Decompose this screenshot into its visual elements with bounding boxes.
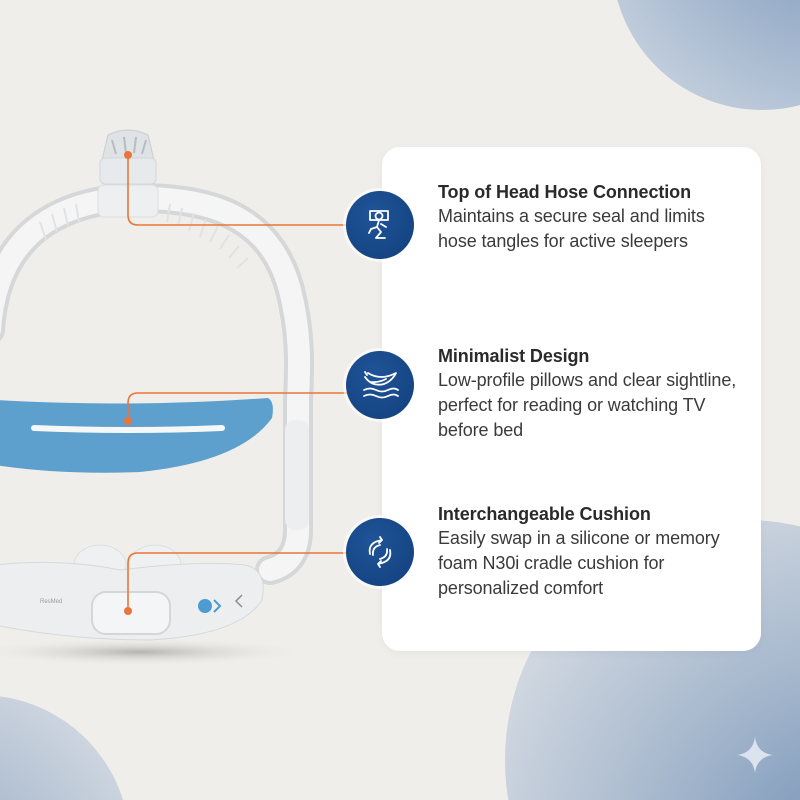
feather-on-waves-icon (363, 371, 399, 399)
feature-description: Maintains a secure seal and limits hose … (438, 206, 705, 251)
feature-interchangeable-cushion: Interchangeable Cushion Easily swap in a… (438, 503, 748, 601)
cpap-mask-illustration: ResMed (0, 129, 315, 666)
feature-title: Minimalist Design (438, 346, 590, 366)
feature-icon-badge (346, 351, 414, 419)
feature-minimalist-design: Minimalist Design Low-profile pillows an… (438, 345, 748, 443)
feature-icon-badge (346, 191, 414, 259)
features-card (382, 147, 761, 651)
feature-title: Top of Head Hose Connection (438, 182, 691, 202)
feature-title: Interchangeable Cushion (438, 504, 651, 524)
swap-arrows-icon (368, 536, 392, 568)
feature-hose-connection: Top of Head Hose Connection Maintains a … (438, 181, 748, 254)
feature-icon-badge (346, 518, 414, 586)
feature-description: Low-profile pillows and clear sightline,… (438, 370, 737, 440)
svg-text:ResMed: ResMed (40, 599, 62, 605)
sleeper-with-pillow-icon (368, 210, 389, 239)
decorative-circle-bottom-left (0, 695, 130, 800)
feature-description: Easily swap in a silicone or memory foam… (438, 528, 720, 598)
four-point-star-icon (737, 737, 773, 773)
decorative-circle-top-right (612, 0, 800, 110)
